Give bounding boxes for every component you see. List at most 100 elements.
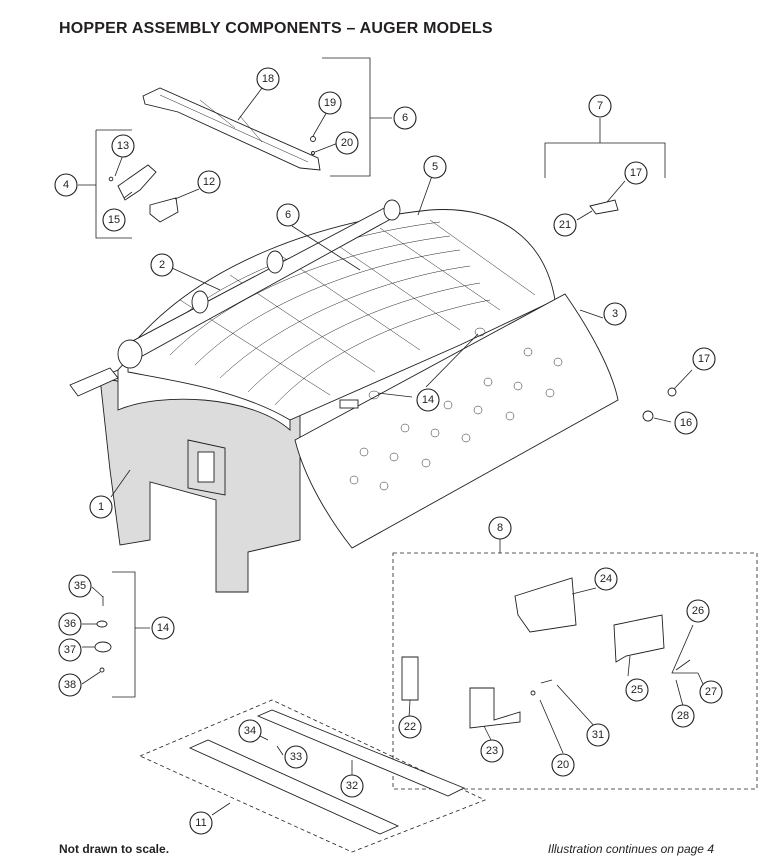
kit-7-bracket — [544, 118, 666, 178]
svg-text:3: 3 — [612, 308, 618, 320]
svg-text:13: 13 — [117, 140, 129, 152]
kit-4-bracket — [78, 129, 132, 239]
svg-text:18: 18 — [262, 73, 274, 85]
callout-33: 33 — [284, 745, 308, 769]
svg-text:33: 33 — [290, 751, 302, 763]
svg-text:27: 27 — [705, 686, 717, 698]
washer-part-36 — [96, 620, 108, 628]
callout-28: 28 — [671, 704, 695, 728]
svg-text:23: 23 — [486, 745, 498, 757]
callouts: 1 2 3 4 5 6 6 7 8 11 12 13 14 14 15 16 1… — [54, 67, 723, 835]
nut-part-38 — [99, 667, 105, 673]
bracket-part-25 — [613, 614, 665, 663]
callout-17a: 17 — [624, 161, 648, 185]
callout-14a: 14 — [416, 388, 440, 412]
svg-text:26: 26 — [692, 605, 704, 617]
svg-text:38: 38 — [64, 679, 76, 691]
leader-lines — [81, 87, 704, 816]
strip-part-32 — [256, 709, 466, 797]
svg-text:5: 5 — [432, 161, 438, 173]
svg-text:4: 4 — [63, 179, 69, 191]
svg-text:31: 31 — [592, 729, 604, 741]
svg-text:12: 12 — [203, 176, 215, 188]
callout-19: 19 — [318, 91, 342, 115]
callout-1: 1 — [89, 495, 113, 519]
callout-35: 35 — [68, 574, 92, 598]
svg-text:25: 25 — [631, 684, 643, 696]
svg-text:37: 37 — [64, 644, 76, 656]
pin-part-26 — [675, 659, 691, 671]
svg-text:1: 1 — [98, 501, 104, 513]
callout-20b: 20 — [551, 753, 575, 777]
callout-36: 36 — [58, 612, 82, 636]
hopper-body — [69, 199, 556, 593]
svg-text:2: 2 — [159, 259, 165, 271]
callout-7: 7 — [588, 94, 612, 118]
callout-23: 23 — [480, 739, 504, 763]
svg-text:19: 19 — [324, 97, 336, 109]
callout-34: 34 — [238, 719, 262, 743]
callout-20a: 20 — [335, 131, 359, 155]
callout-13: 13 — [111, 134, 135, 158]
svg-text:28: 28 — [677, 710, 689, 722]
callout-12: 12 — [197, 170, 221, 194]
callout-22: 22 — [398, 715, 422, 739]
svg-text:24: 24 — [600, 573, 612, 585]
svg-text:20: 20 — [557, 759, 569, 771]
kit-14-bracket — [112, 571, 150, 698]
kit-8-outline — [392, 552, 758, 790]
kit-11-outline — [139, 699, 487, 853]
svg-text:6: 6 — [402, 112, 408, 124]
bracket-assembly-part-18 — [142, 87, 321, 171]
callout-14b: 14 — [151, 616, 175, 640]
callout-5: 5 — [423, 155, 447, 179]
callout-38: 38 — [58, 673, 82, 697]
callout-15: 15 — [102, 208, 126, 232]
svg-text:15: 15 — [108, 214, 120, 226]
svg-text:7: 7 — [597, 100, 603, 112]
svg-text:11: 11 — [195, 817, 206, 829]
callout-3: 3 — [603, 302, 627, 326]
callout-17b: 17 — [692, 347, 716, 371]
callout-2: 2 — [150, 253, 174, 277]
washer-part-16 — [642, 410, 654, 422]
callout-21: 21 — [553, 213, 577, 237]
svg-text:36: 36 — [64, 618, 76, 630]
callout-18: 18 — [256, 67, 280, 91]
svg-text:14: 14 — [157, 622, 169, 634]
pin-part-31 — [540, 679, 553, 684]
cap-part-37 — [94, 641, 112, 653]
diffuser-plate — [294, 293, 619, 549]
callout-31: 31 — [586, 723, 610, 747]
svg-text:20: 20 — [341, 137, 353, 149]
svg-text:35: 35 — [74, 580, 86, 592]
hinge-part-21 — [589, 199, 619, 215]
washer-part-20 — [530, 690, 536, 696]
svg-text:22: 22 — [404, 721, 416, 733]
callout-37: 37 — [58, 638, 82, 662]
kit-6-bracket — [322, 57, 392, 177]
svg-text:6: 6 — [285, 209, 291, 221]
bracket-part-23 — [469, 687, 521, 729]
callout-11: 11 — [189, 811, 213, 835]
svg-text:17: 17 — [698, 353, 710, 365]
callout-4: 4 — [54, 173, 78, 197]
callout-27: 27 — [699, 680, 723, 704]
callout-6b: 6 — [276, 203, 300, 227]
svg-text:32: 32 — [346, 780, 358, 792]
bracket-part-24 — [514, 577, 577, 633]
callout-16: 16 — [674, 411, 698, 435]
page-title: HOPPER ASSEMBLY COMPONENTS – AUGER MODEL… — [59, 20, 493, 37]
callout-8: 8 — [488, 516, 512, 540]
callout-6a: 6 — [393, 106, 417, 130]
callout-25: 25 — [625, 678, 649, 702]
svg-text:34: 34 — [244, 725, 256, 737]
svg-text:16: 16 — [680, 417, 692, 429]
svg-text:14: 14 — [422, 394, 434, 406]
nut-part-17 — [667, 387, 677, 397]
svg-text:21: 21 — [559, 219, 571, 231]
svg-text:17: 17 — [630, 167, 642, 179]
plate-part-22 — [401, 656, 419, 701]
callout-32: 32 — [340, 774, 364, 798]
